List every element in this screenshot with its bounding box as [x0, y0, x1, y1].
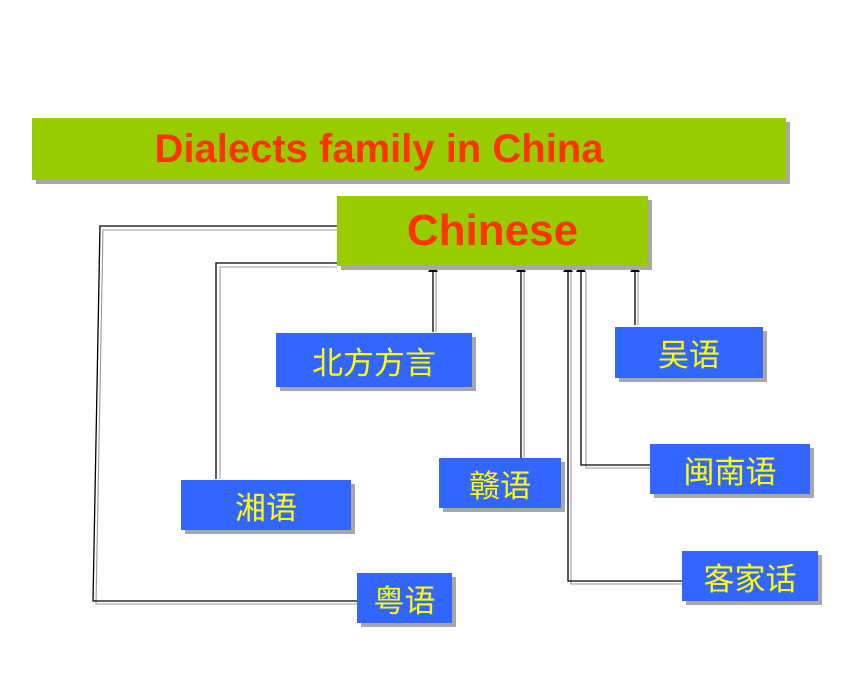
connector-xiang	[215, 262, 337, 479]
dialect-label: 赣语	[469, 468, 531, 505]
arrowhead-wu	[630, 264, 640, 272]
arrowhead-minnan	[576, 264, 586, 272]
connector-hakka	[567, 272, 682, 582]
dialect-node-yue: 粤语	[357, 573, 452, 623]
dialect-label: 湘语	[235, 490, 297, 527]
connector-hakka-shadow	[570, 272, 682, 585]
dialect-node-gan: 赣语	[439, 458, 561, 508]
dialect-node-hakka: 客家话	[682, 551, 818, 601]
dialect-label: 客家话	[703, 561, 797, 598]
dialect-label: 闽南语	[683, 454, 777, 491]
connector-minnan-shadow	[585, 272, 650, 469]
arrowhead-gan	[516, 264, 526, 272]
connector-yue-shadow	[95, 229, 357, 605]
dialect-node-beifang: 北方方言	[276, 333, 472, 387]
title-banner: Dialects family in China	[32, 118, 786, 180]
connector-minnan	[580, 272, 650, 466]
arrowhead-hakka	[563, 264, 573, 272]
root-node-chinese: Chinese	[337, 196, 648, 266]
dialect-node-wu: 吴语	[615, 327, 763, 378]
dialect-label: 吴语	[658, 338, 720, 374]
dialect-node-xiang: 湘语	[181, 480, 351, 530]
diagram-title: Dialects family in China	[154, 126, 604, 171]
root-node-label: Chinese	[406, 206, 579, 255]
arrowhead-beifang	[428, 264, 438, 272]
connector-yue	[92, 225, 357, 602]
dialect-node-minnan: 闽南语	[650, 444, 810, 494]
dialect-label: 粤语	[373, 583, 436, 620]
dialect-label: 北方方言	[312, 345, 436, 382]
connector-xiang-shadow	[219, 266, 337, 479]
